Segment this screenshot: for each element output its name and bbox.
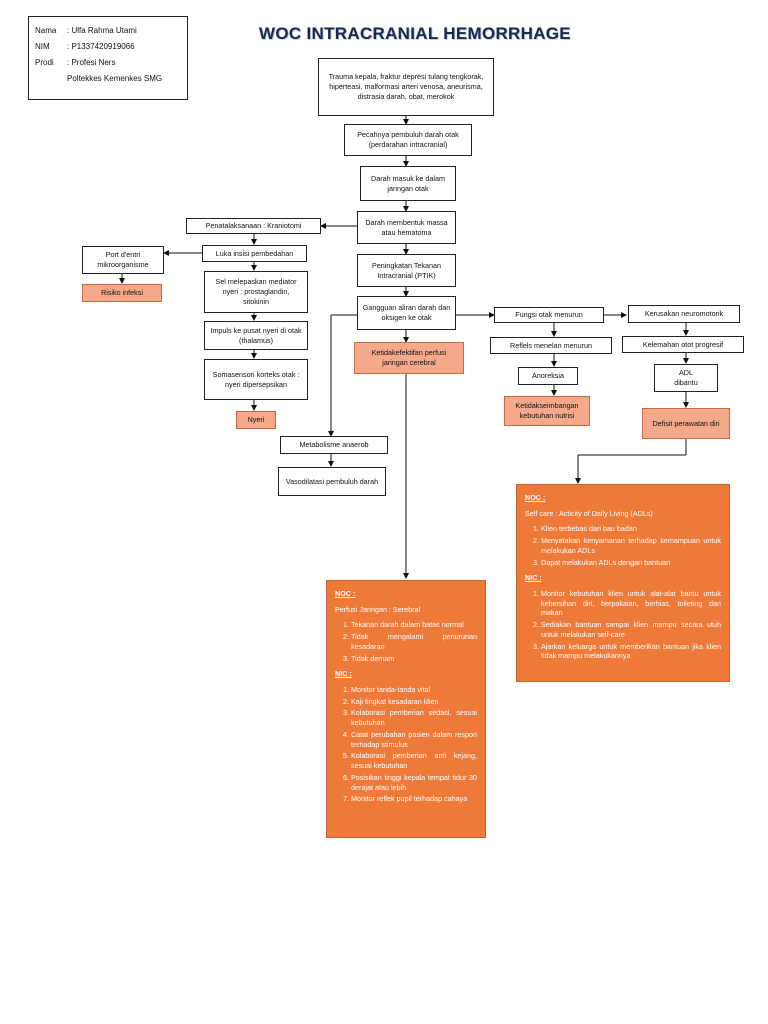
node-nyeri: Nyeri bbox=[236, 411, 276, 429]
node-somasensori: Somasensori korteks otak : nyeri diperse… bbox=[204, 359, 308, 400]
node-fungsi-otak: Fungsi otak menurun bbox=[494, 307, 604, 323]
name-label: Nama bbox=[35, 25, 57, 35]
noc-heading: NOC : bbox=[335, 589, 356, 598]
noc-nic-panel-perfusi: NOC : Perfusi Jaringan : Serebral Tekana… bbox=[326, 580, 486, 838]
node-metabolisme: Metabolisme anaerob bbox=[280, 436, 388, 454]
nic-list: Monitor kebutuhan klien untuk alat-alat … bbox=[525, 589, 721, 661]
nic-item: Sediakan bantuan sampai klien mampu seca… bbox=[541, 620, 721, 639]
noc-item: Tidak demam bbox=[351, 654, 477, 664]
node-darah-masuk: Darah masuk ke dalam jaringan otak bbox=[360, 166, 456, 201]
noc-nic-panel-selfcare: NOC : Self care : Acticity of Daily Livi… bbox=[516, 484, 730, 682]
name-value: : Ulfa Rahma Utami bbox=[67, 25, 137, 35]
nic-heading: NIC : bbox=[525, 573, 542, 583]
noc-item: Klien terbebas dari bau badan bbox=[541, 524, 721, 534]
node-kerusakan: Kerusakan neuromotorik bbox=[628, 305, 740, 323]
nim-value: : P1337420919066 bbox=[67, 41, 135, 51]
node-impuls: Impuls ke pusat nyeri di otak (thalamus) bbox=[204, 321, 308, 350]
node-pecahnya: Pecahnya pembuluh darah otak (perdarahan… bbox=[344, 124, 472, 156]
noc-item: Menyatakan kenyamanan terhadap kemampuan… bbox=[541, 536, 721, 555]
node-adl: ADL dibantu bbox=[654, 364, 718, 392]
node-anoreksia: Anoreksia bbox=[518, 367, 578, 385]
nic-item: Kolaborasi pemberian sedasi, sesuai kebu… bbox=[351, 708, 477, 727]
nic-item: Kolaborasi pemberian anti kejang, sesuai… bbox=[351, 751, 477, 770]
noc-list: Tekanan darah dalam batas normal Tidak m… bbox=[335, 620, 477, 663]
node-refleks: Reflels menelan menurun bbox=[490, 337, 612, 354]
node-kelemahan: Kelemahan otot progresif bbox=[622, 336, 744, 353]
nic-item: Monitor kebutuhan klien untuk alat-alat … bbox=[541, 589, 721, 618]
node-luka-insisi: Luka insisi pembedahan bbox=[202, 245, 307, 262]
adl-line-2: dibantu bbox=[674, 378, 698, 387]
noc-subtitle: Self care : Acticity of Daily Living (AD… bbox=[525, 508, 653, 518]
node-risiko-infeksi: Risiko infeksi bbox=[82, 284, 162, 302]
node-hematoma: Darah membentuk massa atau hematoma bbox=[357, 211, 456, 244]
page-title: WOC INTRACRANIAL HEMORRHAGE bbox=[259, 24, 571, 43]
node-sel-melepaskan: Sel melepaskan mediator nyeri : prostagl… bbox=[204, 271, 308, 313]
node-port-entri: Port d'entri mikroorganisme bbox=[82, 246, 164, 274]
nic-heading: NIC : bbox=[335, 669, 352, 679]
node-vasodilatasi: Vasodilatasi pembuluh darah bbox=[278, 467, 386, 496]
nic-item: Ajarkan keluarga untuk memberikan bantua… bbox=[541, 642, 721, 661]
prodi-value: : Profesi Ners bbox=[67, 57, 116, 67]
node-penatalaksanaan: Penatalaksanaan : Kraniotomi bbox=[186, 218, 321, 234]
node-trauma: Trauma kepala, fraktur depresi tulang te… bbox=[318, 58, 494, 116]
nic-list: Monitor tanda-tanda vital Kaji tingkat k… bbox=[335, 685, 477, 804]
nim-label: NIM bbox=[35, 41, 50, 51]
noc-item: Tidak mengalami penurunan kesadaran bbox=[351, 632, 477, 651]
node-ketidakseimbangan: Ketidakseimbangan kebutuhan nutrisi bbox=[504, 396, 590, 426]
noc-item: Tekanan darah dalam batas normal bbox=[351, 620, 477, 630]
nic-item: Kaji tingkat kesadaran klien bbox=[351, 697, 477, 707]
noc-list: Klien terbebas dari bau badan Menyatakan… bbox=[525, 524, 721, 567]
nic-item: Posisikan tinggi kepala tempat tidur 30 … bbox=[351, 773, 477, 792]
node-ptik: Peningkatan Tekanan Intracranial (PTIK) bbox=[357, 254, 456, 287]
adl-line-1: ADL bbox=[679, 368, 693, 378]
nic-item: Monitor reflek pupil terhadap cahaya bbox=[351, 794, 477, 804]
institution: Poltekkes Kemenkes SMG bbox=[67, 73, 163, 83]
noc-subtitle: Perfusi Jaringan : Serebral bbox=[335, 604, 421, 614]
noc-heading: NOC : bbox=[525, 493, 546, 502]
noc-item: Dapat melakukan ADLs dengan bantuan bbox=[541, 558, 721, 568]
nic-item: Monitor tanda-tanda vital bbox=[351, 685, 477, 695]
node-gangguan: Gangguan aliran darah dan oksigen ke ota… bbox=[357, 296, 456, 330]
node-ketidakefektifan: Ketidakefektifan perfusi jaringan cerebr… bbox=[354, 342, 464, 374]
prodi-label: Prodi bbox=[35, 57, 54, 67]
nic-item: Catat perubahan pasien dalam respon terh… bbox=[351, 730, 477, 749]
node-defisit: Defisit perawatan diri bbox=[642, 408, 730, 439]
student-info-box: Nama : Ulfa Rahma Utami NIM : P13374209190… bbox=[28, 16, 188, 100]
